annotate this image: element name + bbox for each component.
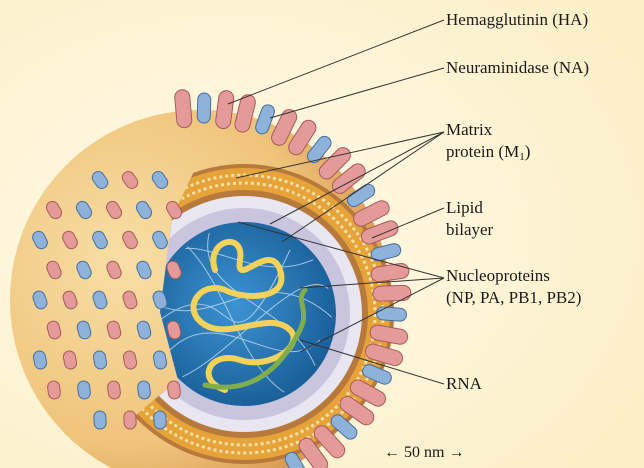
nucleoprotein-core [152,222,336,406]
neuraminidase-spike [77,380,91,399]
label-rna: RNA [446,374,482,394]
hemagglutinin-spike [167,380,181,399]
label-nucleoproteins-line1: Nucleoproteins [446,266,550,286]
label-matrix-line2: protein (M1) [446,142,530,167]
hemagglutinin-spike [107,380,121,399]
label-matrix-prefix: protein (M [446,142,519,161]
neuraminidase-spike [376,306,407,321]
neuraminidase-spike [197,93,211,123]
neuraminidase-spike [94,411,107,430]
label-hemagglutinin: Hemagglutinin (HA) [446,10,588,30]
label-nucleoproteins-line2: (NP, PA, PB1, PB2) [446,288,581,308]
neuraminidase-spike [137,380,151,399]
label-lipid-line1: Lipid [446,198,483,218]
scale-label: 50 nm [404,444,444,461]
scale-arrow-left-icon: ← [384,444,400,461]
label-matrix-suffix: ) [525,142,531,161]
hemagglutinin-spike [373,285,412,301]
label-lipid-line2: bilayer [446,220,493,240]
label-neuraminidase: Neuraminidase (NA) [446,58,589,78]
scale-arrow-right-icon: → [448,444,464,461]
hemagglutinin-spike [174,89,192,128]
neuraminidase-spike [154,411,167,430]
hemagglutinin-spike [47,380,61,399]
label-matrix-line1: Matrix [446,120,492,140]
scale-bar: ← 50 nm → [384,444,464,462]
hemagglutinin-spike [124,411,137,430]
